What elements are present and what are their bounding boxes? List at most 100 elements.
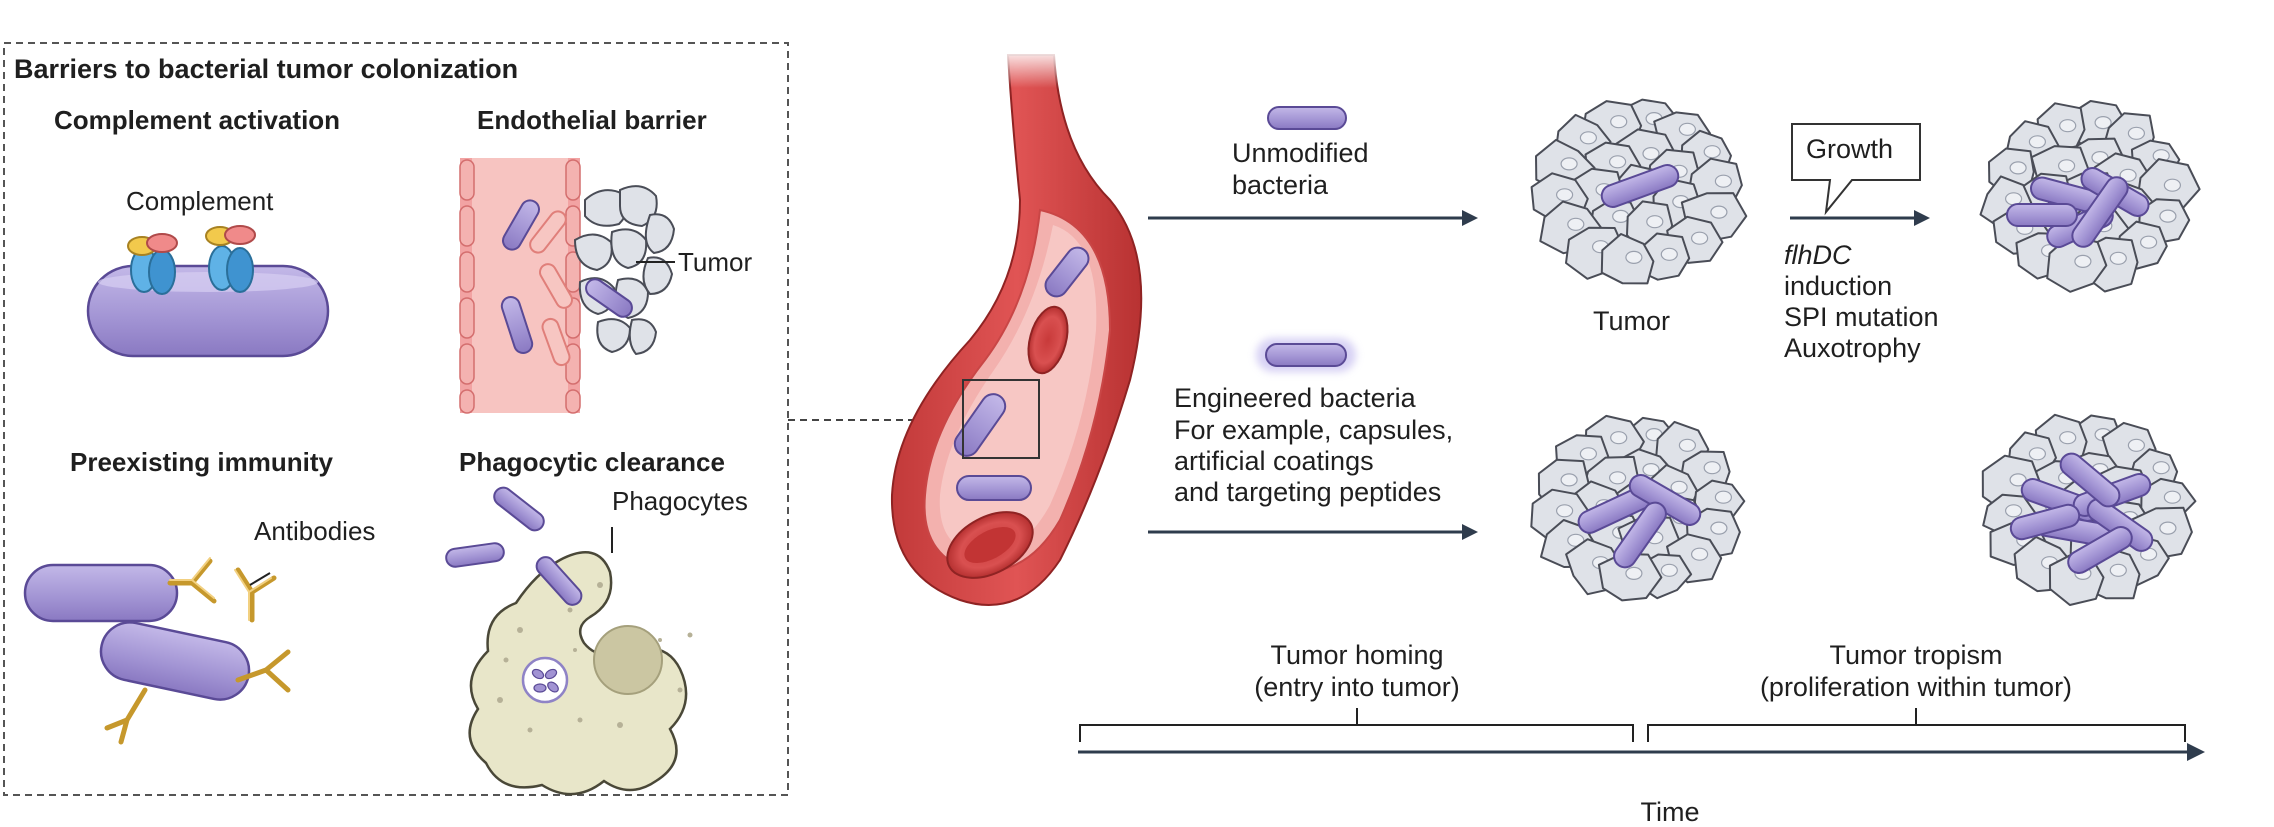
cell-nucleus [1710, 205, 1728, 219]
homing-label-line1: Tumor homing [1270, 640, 1444, 670]
blood-vessel [890, 48, 1143, 606]
zoom-box [962, 379, 1040, 459]
engineered-bacterium-icon [1265, 343, 1347, 367]
cell-nucleus [1560, 473, 1578, 487]
cell-nucleus [1625, 250, 1643, 264]
cell-nucleus [1690, 231, 1709, 245]
phagocytes-label: Phagocytes [612, 486, 748, 516]
tumor-engineered-homing [1530, 414, 1746, 602]
complement-label: Complement [126, 186, 274, 216]
phagocyte-nucleus [593, 625, 663, 695]
cell-nucleus [1555, 504, 1574, 518]
cell-nucleus [2163, 490, 2181, 504]
bacterium [1613, 501, 1667, 569]
cell-nucleus [1642, 463, 1660, 477]
immunity-illustration [23, 557, 291, 745]
cell-nucleus [2159, 521, 2177, 535]
bacterium [2071, 176, 2129, 248]
bacterium [953, 393, 1007, 457]
bacterium [1044, 246, 1090, 298]
cell-nucleus [2159, 209, 2177, 223]
phagocytic-clearance-heading: Phagocytic clearance [459, 447, 725, 477]
cell-nucleus [1560, 157, 1578, 171]
cell-nucleus [2140, 235, 2158, 249]
cell-nucleus [1610, 115, 1628, 129]
cell-nucleus [2127, 438, 2145, 452]
tumor-engineered-tropism [1981, 413, 2197, 606]
cell-nucleus [2127, 126, 2145, 140]
complement-protein [205, 225, 256, 293]
cell-nucleus [1642, 147, 1660, 161]
antibodies-pointer [249, 572, 271, 586]
timeline-brackets [1079, 708, 2186, 742]
cell-nucleus [2004, 504, 2023, 518]
endothelial-tumor-label: Tumor [678, 247, 753, 277]
homing-label-line2: (entry into tumor) [1254, 672, 1460, 702]
tumor-unmodified-growth [1979, 100, 2201, 293]
red-blood-cell [1027, 305, 1069, 375]
cell-nucleus [1678, 438, 1697, 452]
cell-nucleus [1714, 174, 1733, 188]
complement-illustration [86, 225, 330, 358]
engineered-label-line1: Engineered bacteria [1174, 383, 1416, 413]
growth-factor-induction: induction [1784, 271, 1893, 301]
cell-nucleus [1703, 145, 1721, 159]
cell-nucleus [2028, 135, 2047, 149]
unmodified-label-line2: bacteria [1232, 170, 1329, 200]
unmodified-bacterium-icon [1267, 106, 1347, 130]
cell-nucleus [1703, 461, 1721, 475]
tumor-label: Tumor [1593, 306, 1671, 336]
antibodies-label: Antibodies [254, 516, 376, 546]
cell-nucleus [1710, 521, 1728, 535]
cell-nucleus [2074, 254, 2092, 268]
arrows [1078, 210, 2205, 761]
cell-nucleus [1625, 566, 1643, 581]
cell-nucleus [1579, 447, 1598, 461]
bacterium [2009, 503, 2081, 541]
cell-nucleus [1690, 547, 1709, 561]
growth-factor-spi: SPI mutation [1784, 302, 1939, 332]
cell-nucleus [1608, 155, 1627, 169]
unmodified-label-line1: Unmodified [1232, 138, 1369, 168]
engineered-label-line2: For example, capsules, [1174, 415, 1454, 445]
phagocyte-illustration [445, 486, 693, 796]
complement-activation-heading: Complement activation [54, 105, 341, 135]
cell-nucleus [2028, 447, 2047, 461]
preexisting-immunity-heading: Preexisting immunity [70, 447, 333, 477]
cell-nucleus [2152, 461, 2170, 475]
cell-nucleus [1579, 131, 1598, 145]
bacterium [1600, 164, 1680, 208]
barriers-title: Barriers to bacterial tumor colonization [14, 54, 519, 84]
cell-nucleus [1660, 247, 1678, 261]
tropism-label-line1: Tumor tropism [1829, 640, 2003, 670]
cell-nucleus [1678, 122, 1697, 136]
phagocyte-cell [468, 551, 688, 796]
cell-nucleus [2163, 178, 2181, 192]
endothelial-illustration [459, 158, 676, 414]
growth-callout [1791, 123, 1921, 216]
engineered-label-line4: and targeting peptides [1174, 477, 1442, 507]
engineered-label-line3: artificial coatings [1174, 446, 1374, 476]
time-label: Time [1640, 797, 1700, 827]
endothelial-barrier-heading: Endothelial barrier [477, 105, 707, 135]
cell-nucleus [2119, 168, 2137, 182]
cell-nucleus [1608, 471, 1627, 485]
complement-protein [127, 233, 178, 295]
bacterium [956, 475, 1032, 501]
growth-factor-auxotrophy: Auxotrophy [1784, 333, 1921, 363]
cell-nucleus [2009, 473, 2027, 487]
cell-nucleus [2109, 251, 2127, 265]
cell-nucleus [1670, 480, 1688, 494]
growth-label: Growth [1806, 134, 1894, 164]
bacterium [2059, 452, 2121, 508]
cell-nucleus [2009, 161, 2027, 175]
tumor-unmodified-homing [1530, 98, 1748, 285]
cell-nucleus [1555, 188, 1574, 202]
cell-nucleus [2059, 431, 2077, 445]
cell-nucleus [2059, 119, 2077, 133]
cell-nucleus [2109, 563, 2127, 577]
antibody-group [104, 558, 291, 745]
bacterium [2067, 526, 2133, 574]
